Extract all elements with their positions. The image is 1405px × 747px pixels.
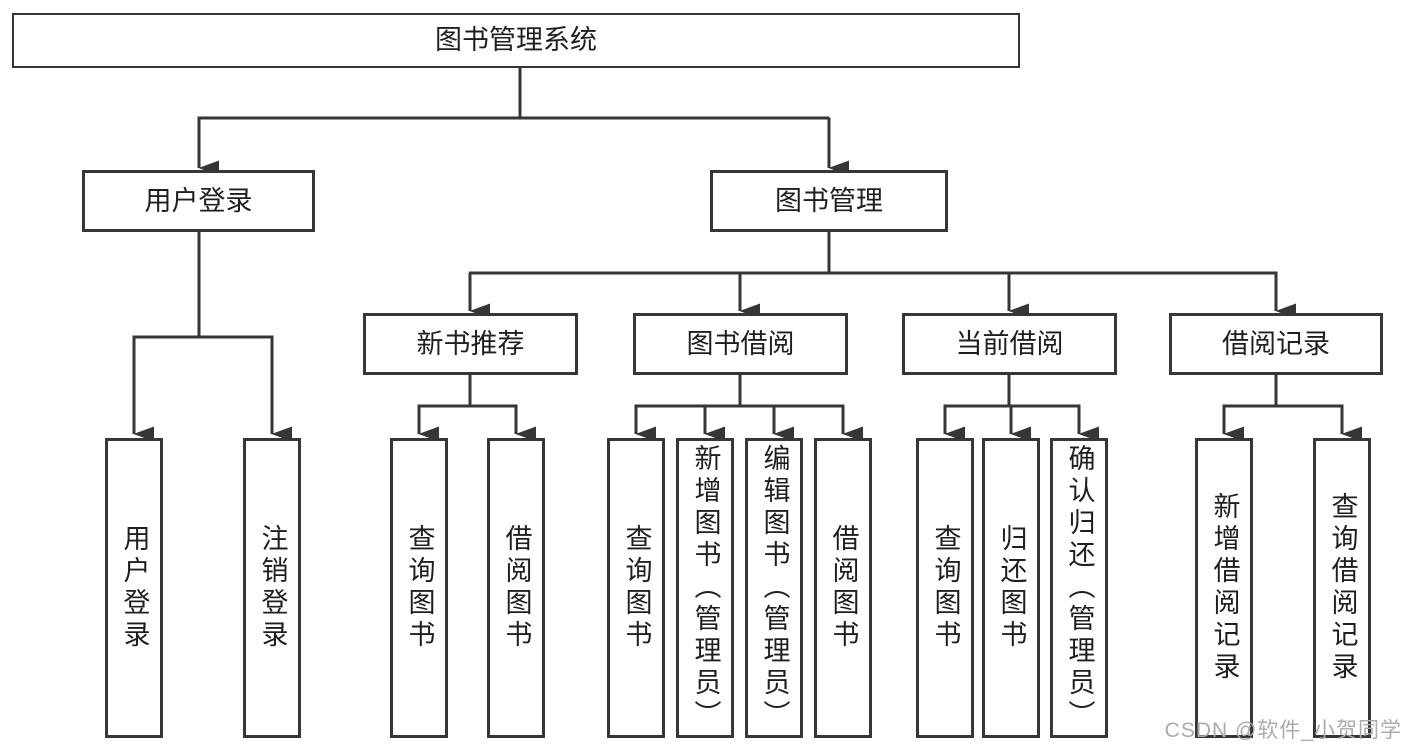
node-label: 借阅记录	[1222, 328, 1330, 359]
node-label: 新书推荐	[416, 328, 525, 359]
node-borrowing-records: 借阅记录	[1169, 313, 1383, 375]
node-leaf-edit-books-admin: 编辑图书（管理员）	[745, 438, 803, 738]
node-leaf-user-login: 用户登录	[105, 438, 163, 738]
node-leaf-query-books-nb: 查询图书	[390, 438, 448, 738]
node-leaf-add-books-admin: 新增图书（管理员）	[676, 438, 734, 738]
node-label: 图书管理	[775, 185, 883, 216]
node-label: 注销登录	[257, 524, 288, 652]
node-leaf-confirm-return-admin: 确认归还（管理员）	[1050, 438, 1108, 738]
node-label: 新增图书（管理员）	[690, 444, 721, 732]
node-label: 查询借阅记录	[1327, 492, 1358, 684]
node-label: 归还图书	[996, 524, 1027, 652]
node-label: 查询图书	[621, 524, 652, 652]
node-label: 用户登录	[119, 524, 150, 652]
node-leaf-query-books-cb: 查询图书	[916, 438, 974, 738]
csdn-watermark: CSDN @软件_小贺同学	[1164, 719, 1402, 742]
node-label: 查询图书	[930, 524, 961, 652]
node-label: 图书管理系统	[435, 25, 597, 55]
node-label: 图书借阅	[686, 328, 795, 359]
node-current-borrowing: 当前借阅	[902, 313, 1117, 375]
node-leaf-logout: 注销登录	[243, 438, 301, 738]
node-library-management-system: 图书管理系统	[12, 13, 1020, 68]
node-label: 借阅图书	[501, 524, 532, 652]
node-leaf-borrow-books-nb: 借阅图书	[487, 438, 545, 738]
node-leaf-query-borrow-record: 查询借阅记录	[1313, 438, 1371, 738]
node-leaf-add-borrow-record: 新增借阅记录	[1195, 438, 1253, 738]
node-label: 新增借阅记录	[1209, 492, 1240, 684]
node-leaf-return-books: 归还图书	[982, 438, 1040, 738]
node-label: 查询图书	[404, 524, 435, 652]
node-user-login-branch: 用户登录	[82, 170, 315, 232]
node-book-borrowing: 图书借阅	[633, 313, 848, 375]
node-new-book-recommendation: 新书推荐	[363, 313, 578, 375]
node-label: 确认归还（管理员）	[1064, 444, 1095, 732]
node-label: 借阅图书	[828, 524, 859, 652]
node-book-management-branch: 图书管理	[710, 170, 948, 232]
node-label: 当前借阅	[955, 328, 1064, 359]
node-label: 编辑图书（管理员）	[759, 444, 790, 732]
node-leaf-query-books-bb: 查询图书	[607, 438, 665, 738]
node-leaf-borrow-books-bb: 借阅图书	[814, 438, 872, 738]
node-label: 用户登录	[144, 185, 253, 216]
